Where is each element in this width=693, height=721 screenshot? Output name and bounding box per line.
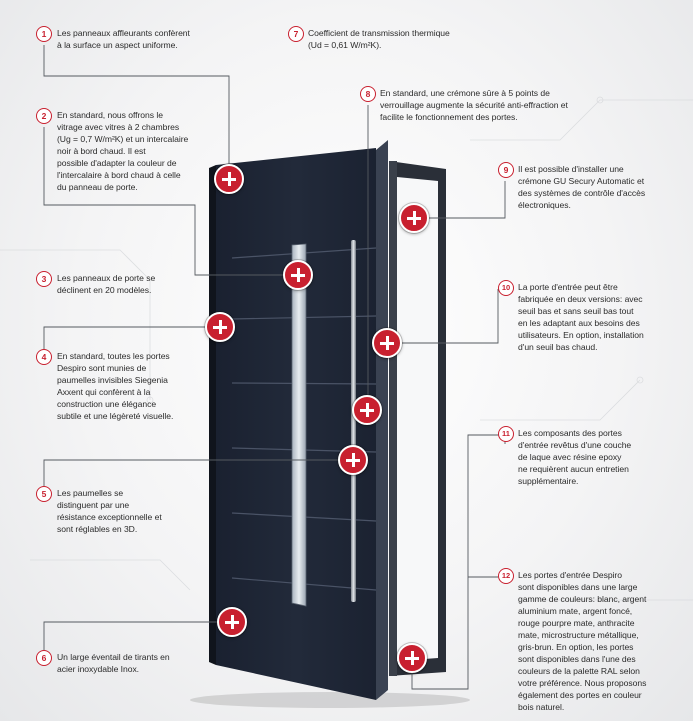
callout-badge-3: 3	[36, 271, 52, 287]
callout-badge-1: 1	[36, 26, 52, 42]
door-handle	[351, 240, 356, 602]
door-frame	[389, 161, 446, 676]
callout-text-4: En standard, toutes les portes Despiro s…	[57, 351, 174, 421]
hotspot-plus-icon[interactable]	[352, 395, 382, 425]
callout-badge-8: 8	[360, 86, 376, 102]
callout-badge-5: 5	[36, 486, 52, 502]
hotspot-plus-icon[interactable]	[283, 260, 313, 290]
leader-line-1	[43, 45, 230, 164]
callout-text-12: Les portes d'entrée Despiro sont disponi…	[518, 570, 647, 712]
leader-line-2	[43, 127, 283, 276]
callout-badge-11: 11	[498, 426, 514, 442]
callout-text-1: Les panneaux affleurants confèrent à la …	[57, 28, 190, 50]
callout-badge-2: 2	[36, 108, 52, 124]
callout-text-7: Coefficient de transmission thermique (U…	[308, 28, 450, 50]
hotspot-plus-icon[interactable]	[214, 164, 244, 194]
hinge-jamb	[209, 165, 216, 665]
hotspot-plus-icon[interactable]	[217, 607, 247, 637]
callout-text-2: En standard, nous offrons le vitrage ave…	[57, 110, 189, 192]
floor-shadow	[190, 692, 470, 708]
leader-line-5	[43, 459, 338, 486]
callout-text-3: Les panneaux de porte se déclinent en 20…	[57, 273, 156, 295]
hotspot-plus-icon[interactable]	[399, 203, 429, 233]
callout-text-6: Un large éventail de tirants en acier in…	[57, 652, 170, 674]
callout-text-10: La porte d'entrée peut être fabriquée en…	[518, 282, 644, 352]
leader-line-4	[43, 326, 205, 349]
callout-badge-9: 9	[498, 162, 514, 178]
callout-text-5: Les paumelles se distinguent par une rés…	[57, 488, 162, 534]
hotspot-plus-icon[interactable]	[372, 328, 402, 358]
hotspot-plus-icon[interactable]	[397, 643, 427, 673]
leader-line-10	[402, 289, 499, 344]
callout-badge-7: 7	[288, 26, 304, 42]
door-edge	[376, 140, 388, 700]
hotspot-plus-icon[interactable]	[205, 312, 235, 342]
hotspot-plus-icon[interactable]	[338, 445, 368, 475]
callout-text-11: Les composants des portes d'entrée revêt…	[518, 428, 632, 486]
callout-text-8: En standard, une crémone sûre à 5 points…	[380, 88, 568, 122]
callout-badge-10: 10	[498, 280, 514, 296]
callout-badge-12: 12	[498, 568, 514, 584]
leader-line-6	[43, 621, 217, 650]
callout-text-9: Il est possible d'installer une crémone …	[518, 164, 646, 210]
callout-badge-6: 6	[36, 650, 52, 666]
background-pattern	[0, 96, 693, 601]
leader-line-9	[429, 181, 506, 219]
glass-strip	[291, 243, 307, 607]
callout-badge-4: 4	[36, 349, 52, 365]
